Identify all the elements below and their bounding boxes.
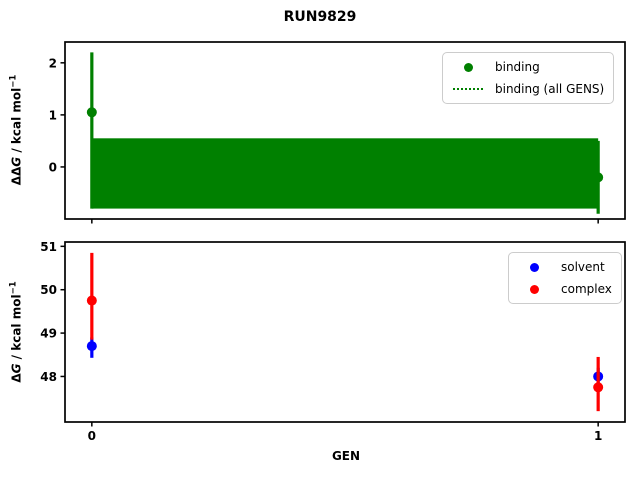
- y-tick-label: 51: [40, 240, 57, 254]
- x-tick-label: 1: [594, 429, 602, 443]
- legend-item-binding: binding: [450, 58, 604, 76]
- complex-dot-icon: [529, 284, 539, 294]
- y-tick-label: 49: [40, 327, 57, 341]
- confidence-band: [91, 138, 599, 209]
- top-y-axis-label-delta: ΔΔ: [9, 166, 24, 186]
- top-y-axis-label-exponent: −1: [8, 74, 19, 88]
- data-point: [593, 382, 604, 393]
- bottom-y-axis-label-delta: Δ: [9, 373, 24, 383]
- legend-label: solvent: [561, 260, 605, 274]
- y-tick-label: 2: [49, 56, 57, 70]
- x-tick-label: 0: [88, 429, 96, 443]
- bottom-y-axis-label-var: G: [9, 363, 24, 374]
- top-y-axis-label: ΔΔG / kcal mol−1: [9, 75, 24, 186]
- top-y-axis-label-var: G: [9, 156, 24, 167]
- binding-all-gens-dotted-line-icon: [453, 88, 483, 90]
- legend-item-complex: complex: [516, 280, 612, 298]
- legend-item-solvent: solvent: [516, 258, 612, 276]
- top-y-axis-label-units: / kcal mol: [9, 87, 24, 157]
- axes-frame: [64, 241, 626, 423]
- data-point: [86, 341, 97, 352]
- top-legend: binding binding (all GENS): [442, 52, 615, 104]
- bottom-y-axis-label-units: / kcal mol: [9, 294, 24, 364]
- bottom-y-axis-label-exponent: −1: [8, 281, 19, 295]
- legend-label: binding (all GENS): [495, 82, 605, 96]
- legend-label: complex: [561, 282, 612, 296]
- y-tick-label: 0: [49, 160, 57, 174]
- y-tick-label: 50: [40, 283, 57, 297]
- y-tick-label: 48: [40, 370, 57, 384]
- figure-title: RUN9829: [283, 9, 357, 25]
- bottom-y-axis-label: ΔG / kcal mol−1: [9, 281, 24, 382]
- legend-item-binding-all-gens: binding (all GENS): [450, 80, 604, 98]
- binding-dot-icon: [463, 62, 473, 72]
- axes-frame: [64, 41, 626, 220]
- bottom-legend: solvent complex: [508, 252, 622, 304]
- data-point: [593, 172, 604, 183]
- legend-label: binding: [495, 60, 540, 74]
- solvent-dot-icon: [529, 262, 539, 272]
- x-axis-label: GEN: [331, 449, 361, 463]
- y-tick-label: 1: [49, 108, 57, 122]
- data-point: [86, 295, 97, 306]
- data-point: [86, 107, 97, 118]
